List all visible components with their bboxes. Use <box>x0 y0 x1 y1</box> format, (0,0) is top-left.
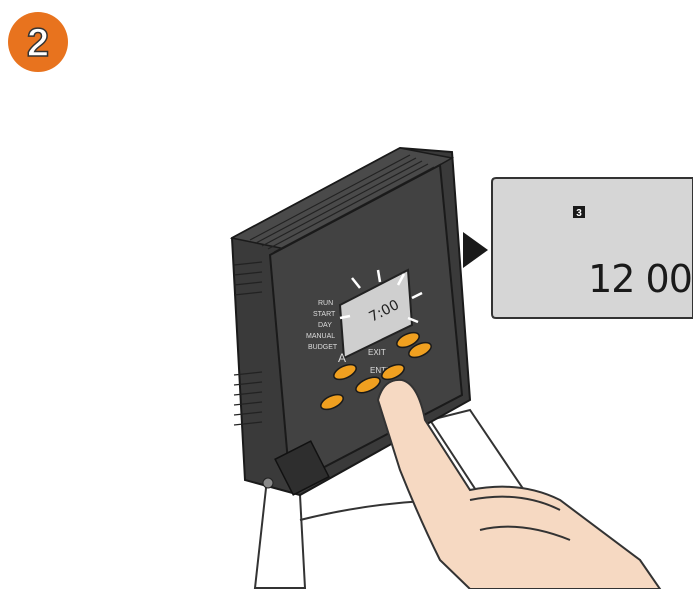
label-day: DAY <box>318 322 332 329</box>
right-triangle-icon <box>463 232 488 268</box>
label-manual: MANUAL <box>306 333 335 340</box>
zoom-display: 3 12 00 <box>492 178 693 318</box>
label-a: A <box>338 351 346 365</box>
label-budget: BUDGET <box>308 344 338 351</box>
zoom-indicator: 3 <box>576 208 582 219</box>
screw-hole <box>263 478 273 488</box>
label-run: RUN <box>318 300 333 307</box>
zoom-time: 12 00 <box>588 257 692 301</box>
label-start: START <box>313 311 336 318</box>
label-exit: EXIT <box>368 348 386 357</box>
